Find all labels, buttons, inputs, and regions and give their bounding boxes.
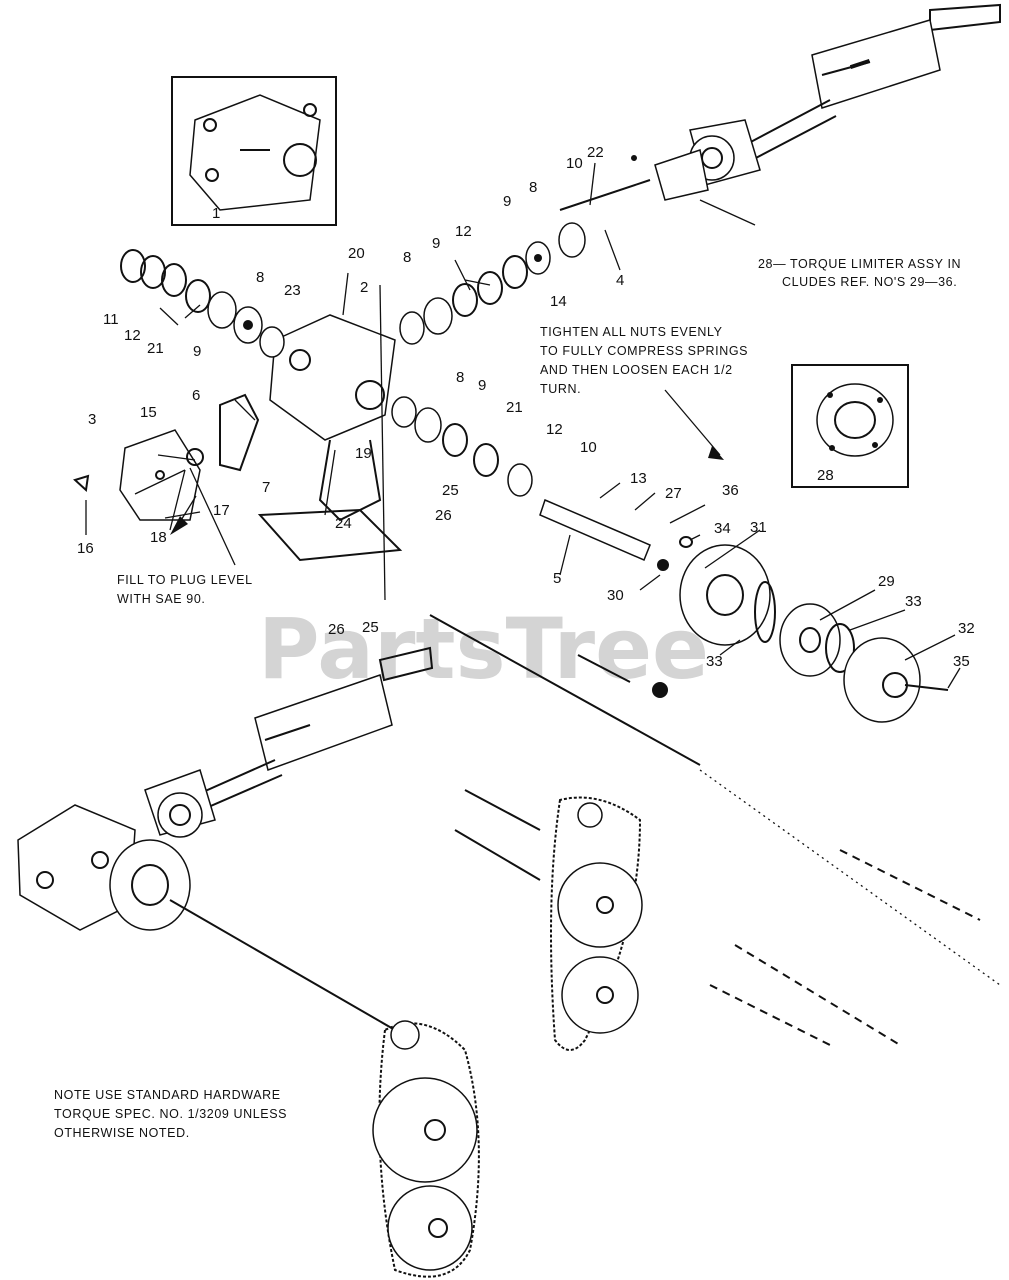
callout-33a: 33 (905, 593, 922, 610)
callout-20: 20 (348, 245, 365, 262)
lower-drive-shaft[interactable] (144, 646, 434, 838)
callout-5: 5 (553, 570, 561, 587)
note-hardware-line3: OTHERWISE NOTED. (54, 1126, 190, 1140)
callout-7: 7 (262, 479, 270, 496)
callout-8c: 8 (529, 179, 537, 196)
upper-bearing-stack[interactable] (399, 222, 586, 345)
lower-gearbox[interactable] (17, 804, 396, 1031)
callout-35: 35 (953, 653, 970, 670)
callout-15: 15 (140, 404, 157, 421)
callout-11: 11 (103, 311, 119, 328)
callout-25b: 25 (362, 619, 379, 636)
lower-bearing-stack[interactable] (391, 396, 533, 497)
note-fill-line2: WITH SAE 90. (117, 592, 205, 606)
callout-18: 18 (150, 529, 167, 546)
callout-27: 27 (665, 485, 682, 502)
note-tighten-line3: AND THEN LOOSEN EACH 1/2 (540, 363, 733, 377)
callout-21a: 21 (147, 340, 164, 357)
note-tighten-line1: TIGHTEN ALL NUTS EVENLY (540, 325, 723, 339)
right-hardware[interactable] (709, 849, 981, 1046)
callout-1: 1 (212, 205, 220, 222)
callout-17: 17 (213, 502, 230, 519)
callouts: 1 2 3 4 5 6 7 8 8 8 8 9 9 9 9 10 10 11 1… (77, 144, 975, 670)
torque-limiter-exploded[interactable] (577, 544, 949, 723)
callout-13: 13 (630, 470, 647, 487)
callout-28: 28 (817, 467, 834, 484)
watermark: PartsTree (258, 600, 709, 698)
callout-23: 23 (284, 282, 301, 299)
callout-12b: 12 (455, 223, 472, 240)
lower-chain-drive[interactable] (372, 1020, 480, 1278)
callout-24: 24 (335, 515, 352, 532)
callout-33b: 33 (706, 653, 723, 670)
callout-9b: 9 (432, 235, 440, 252)
left-bearing-stack[interactable] (120, 249, 285, 358)
upper-drive-shaft[interactable] (559, 3, 1001, 226)
callout-10a: 10 (566, 155, 583, 172)
cover-plate[interactable] (119, 393, 260, 521)
callout-26b: 26 (328, 621, 345, 638)
note-torque-limiter-line2: CLUDES REF. NO'S 29—36. (782, 275, 957, 289)
callout-25a: 25 (442, 482, 459, 499)
tighten-arrowhead (708, 446, 724, 460)
gearbox-inset-box[interactable] (171, 76, 337, 226)
callout-16: 16 (77, 540, 94, 557)
callout-36: 36 (722, 482, 739, 499)
center-chain-drive[interactable] (454, 789, 643, 1051)
note-hardware-line2: TORQUE SPEC. NO. 1/3209 UNLESS (54, 1107, 287, 1121)
notes: 28— TORQUE LIMITER ASSY IN CLUDES REF. N… (54, 257, 961, 1140)
callout-2: 2 (360, 279, 368, 296)
callout-22: 22 (587, 144, 604, 161)
callout-9d: 9 (478, 377, 486, 394)
gearbox-housing[interactable] (257, 314, 403, 562)
torque-limiter-inset[interactable] (791, 364, 909, 488)
callout-34: 34 (714, 520, 731, 537)
tie-rod[interactable] (429, 614, 701, 766)
callout-21b: 21 (506, 399, 523, 416)
callout-10b: 10 (580, 439, 597, 456)
callout-9c: 9 (503, 193, 511, 210)
callout-30: 30 (607, 587, 624, 604)
callout-29: 29 (878, 573, 895, 590)
callout-19: 19 (355, 445, 372, 462)
note-torque-limiter-line1: 28— TORQUE LIMITER ASSY IN (758, 257, 961, 271)
fill-plug-arrowhead (170, 516, 188, 535)
callout-14: 14 (550, 293, 567, 310)
callout-8a: 8 (256, 269, 264, 286)
callout-12a: 12 (124, 327, 141, 344)
note-fill-line1: FILL TO PLUG LEVEL (117, 573, 253, 587)
callout-8b: 8 (403, 249, 411, 266)
shaft-5[interactable] (539, 498, 693, 571)
callout-3: 3 (88, 411, 96, 428)
callout-8d: 8 (456, 369, 464, 386)
note-hardware-line1: NOTE USE STANDARD HARDWARE (54, 1088, 281, 1102)
bolt-16[interactable] (73, 474, 90, 493)
leader-lines (85, 162, 961, 689)
note-tighten-line4: TURN. (540, 382, 581, 396)
callout-31: 31 (750, 519, 767, 536)
callout-9a: 9 (193, 343, 201, 360)
callout-12c: 12 (546, 421, 563, 438)
callout-6: 6 (192, 387, 200, 404)
callout-26a: 26 (435, 507, 452, 524)
callout-4: 4 (616, 272, 624, 289)
callout-32: 32 (958, 620, 975, 637)
note-tighten-line2: TO FULLY COMPRESS SPRINGS (540, 344, 748, 358)
rod-centerline (699, 769, 1001, 986)
